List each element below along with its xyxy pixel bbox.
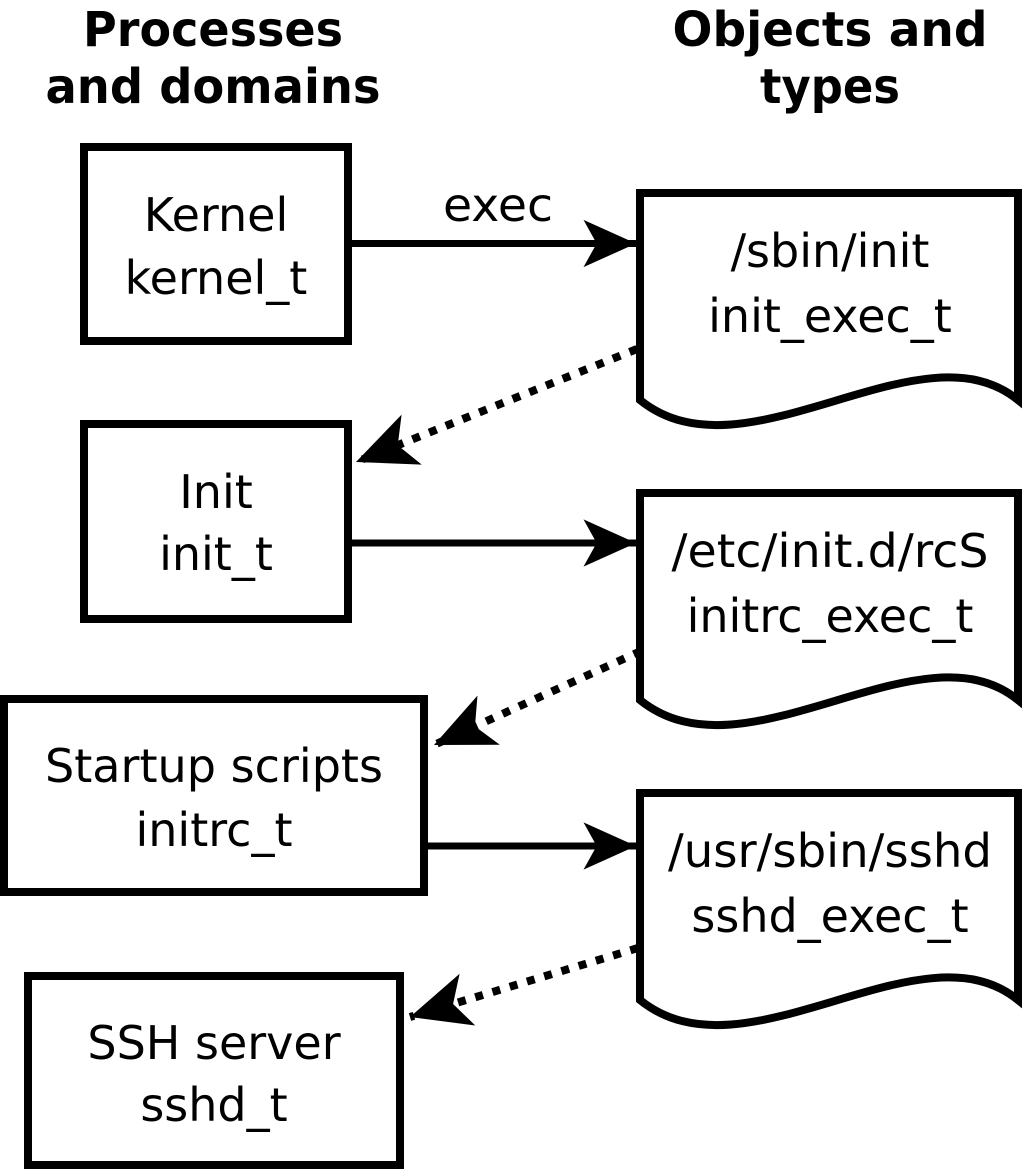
process-box-kernel: Kernel kernel_t bbox=[80, 143, 352, 345]
object-doc-etc-initd-rcs: /etc/init.d/rcS initrc_exec_t bbox=[636, 489, 1022, 730]
process-kernel-name: Kernel bbox=[144, 188, 289, 242]
solid-arrow-kernel-to-sbininit: exec bbox=[352, 178, 636, 268]
process-init-name: Init bbox=[179, 465, 253, 519]
process-ssh-name: SSH server bbox=[87, 1016, 340, 1070]
header-objects-line1: Objects and bbox=[673, 2, 988, 58]
object-rcs-type: initrc_exec_t bbox=[687, 589, 974, 643]
object-sbininit-path: /sbin/init bbox=[731, 224, 930, 278]
column-header-processes: Processes and domains bbox=[46, 2, 381, 115]
header-processes-line2: and domains bbox=[46, 59, 381, 115]
process-init-type: init_t bbox=[159, 527, 273, 581]
edge-label-exec: exec bbox=[443, 178, 553, 232]
object-doc-usr-sbin-sshd: /usr/sbin/sshd sshd_exec_t bbox=[636, 789, 1022, 1030]
process-ssh-type: sshd_t bbox=[140, 1078, 287, 1132]
process-startup-name: Startup scripts bbox=[45, 739, 383, 793]
column-header-objects: Objects and types bbox=[673, 2, 988, 115]
process-startup-type: initrc_t bbox=[136, 803, 293, 857]
dotted-arrow-sshdexec-to-sshd bbox=[408, 944, 640, 1026]
process-box-init: Init init_t bbox=[80, 420, 352, 623]
object-doc-sbin-init: /sbin/init init_exec_t bbox=[636, 189, 1022, 430]
process-box-ssh-server: SSH server sshd_t bbox=[24, 972, 404, 1169]
dotted-arrow-rcs-to-initrc bbox=[432, 647, 643, 749]
dotted-arrow-sbininit-to-init bbox=[354, 345, 639, 466]
process-box-startup-scripts: Startup scripts initrc_t bbox=[0, 695, 428, 896]
object-sbininit-type: init_exec_t bbox=[708, 289, 952, 343]
object-rcs-path: /etc/init.d/rcS bbox=[672, 524, 989, 578]
process-kernel-type: kernel_t bbox=[125, 251, 308, 305]
object-sshdexec-type: sshd_exec_t bbox=[691, 889, 968, 943]
header-processes-line1: Processes bbox=[83, 2, 343, 58]
object-sshdexec-path: /usr/sbin/sshd bbox=[668, 824, 992, 878]
header-objects-line2: types bbox=[760, 59, 900, 115]
